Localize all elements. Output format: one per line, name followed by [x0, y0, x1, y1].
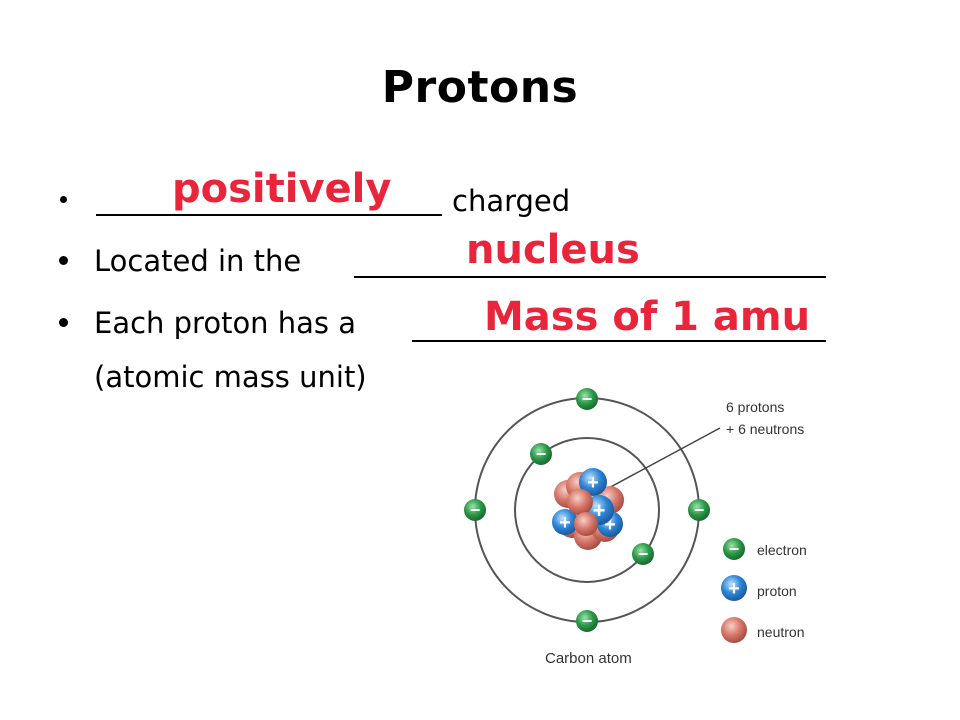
svg-text:+: + — [587, 472, 599, 494]
legend: − electron + proton neutron — [721, 538, 807, 643]
electron-particle: − — [632, 543, 654, 565]
nucleus: + + + + — [552, 468, 624, 550]
electron-particle: − — [688, 499, 710, 521]
electron-particle: − — [464, 499, 486, 521]
answer-nucleus: nucleus — [466, 227, 640, 273]
neutron-particle — [567, 489, 593, 515]
bullet-dot-1 — [60, 196, 67, 203]
bullet-1-suffix: charged — [452, 184, 571, 218]
proton-particle: + — [579, 468, 607, 496]
answer-positively: positively — [172, 166, 392, 212]
neutron-particle — [574, 512, 598, 536]
svg-text:−: − — [536, 444, 547, 464]
legend-neutron-icon — [721, 617, 747, 643]
callout-line — [604, 427, 721, 491]
legend-neutron-label: neutron — [757, 624, 804, 640]
svg-text:+: + — [604, 514, 616, 536]
bullet-dot-3 — [59, 318, 68, 327]
diagram-caption: Carbon atom — [545, 650, 632, 667]
blank-line-2 — [354, 276, 826, 278]
bullet-dot-2 — [59, 256, 68, 265]
svg-text:+: + — [559, 512, 571, 534]
electron-particle: − — [576, 610, 598, 632]
blank-line-1 — [96, 214, 442, 216]
svg-text:−: − — [729, 539, 740, 559]
bullet-3-prefix: Each proton has a — [94, 306, 357, 340]
svg-text:−: − — [582, 389, 593, 409]
svg-text:+: + — [728, 578, 740, 600]
legend-electron-icon: − — [723, 538, 745, 560]
callout-neutrons-label: + 6 neutrons — [726, 421, 804, 437]
slide-title: Protons — [381, 62, 579, 113]
svg-text:−: − — [470, 500, 481, 520]
inner-orbit — [514, 437, 660, 583]
electron-particle: − — [530, 443, 552, 465]
callout-protons-label: 6 protons — [726, 399, 784, 415]
legend-electron-label: electron — [757, 542, 807, 558]
blank-line-3 — [412, 340, 826, 342]
svg-text:−: − — [638, 544, 649, 564]
legend-proton-label: proton — [757, 583, 797, 599]
proton-particle: + — [552, 509, 578, 535]
bullet-2-prefix: Located in the — [94, 244, 302, 278]
svg-text:−: − — [582, 611, 593, 631]
bullet-3-continuation: (atomic mass unit) — [94, 360, 367, 394]
legend-proton-icon: + — [721, 575, 747, 601]
svg-text:+: + — [593, 498, 606, 523]
svg-text:−: − — [694, 500, 705, 520]
answer-mass: Mass of 1 amu — [484, 294, 811, 340]
carbon-atom-diagram: + + + + − − — [464, 388, 807, 667]
electron-particle: − — [576, 388, 598, 410]
